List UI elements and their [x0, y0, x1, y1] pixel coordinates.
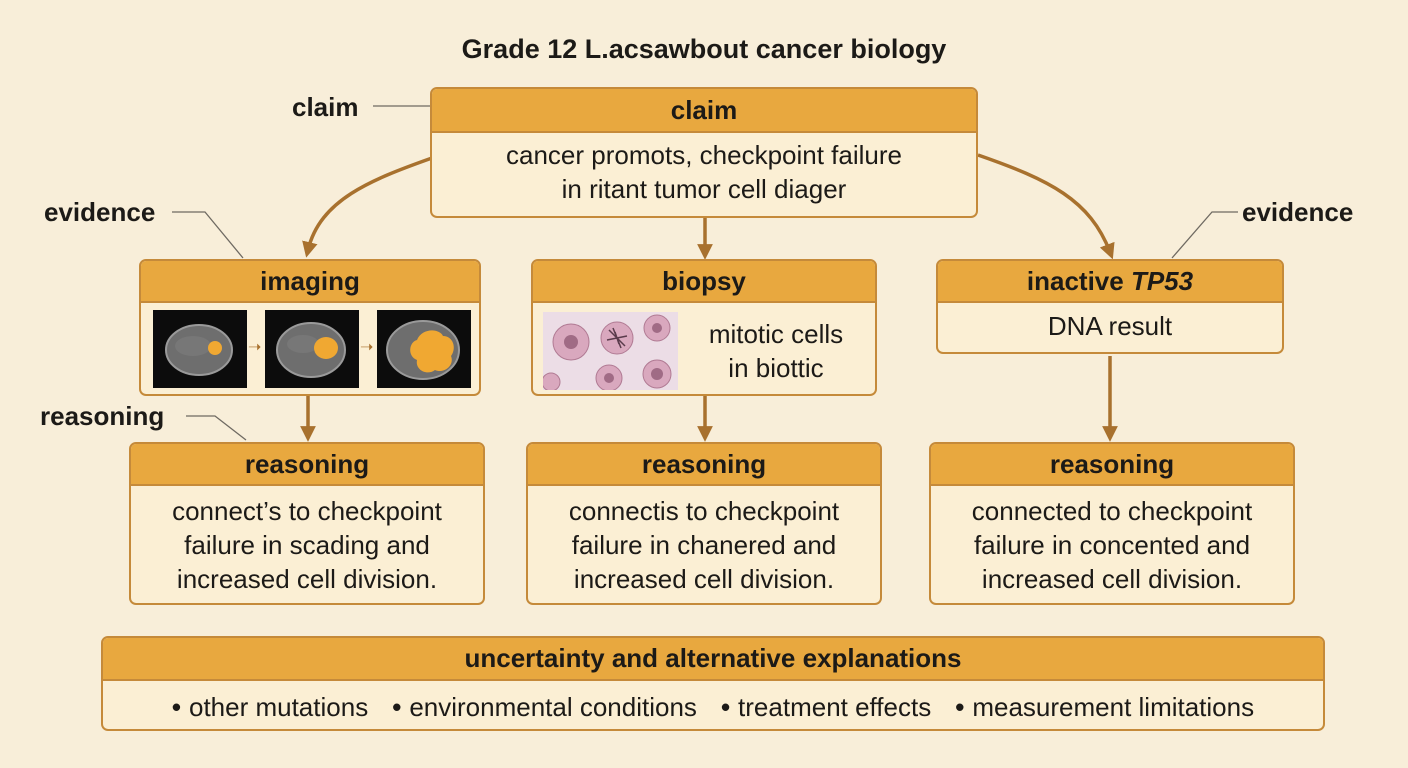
reasoning-box-biopsy: reasoning connectis to checkpoint failur… [526, 442, 882, 605]
tp53-gene-name: TP53 [1130, 266, 1194, 296]
uncertainty-header: uncertainty and alternative explanations [103, 638, 1323, 681]
biopsy-micrograph [543, 312, 678, 390]
reasoning-header: reasoning [528, 444, 880, 486]
leader-evidence-left [172, 211, 244, 259]
side-label-evidence-right: evidence [1242, 197, 1354, 227]
side-label-claim: claim [292, 92, 359, 122]
reasoning-text-line: increased cell division. [176, 564, 438, 594]
reasoning-box-imaging: reasoning connect’s to checkpoint failur… [129, 442, 485, 605]
reasoning-box-tp53: reasoning connected to checkpoint failur… [929, 442, 1295, 605]
reasoning-text-line: connected to checkpoint [971, 496, 1253, 526]
leader-evidence-right [1171, 211, 1238, 259]
evidence-biopsy-box: biopsy mitotic cells i [531, 259, 877, 396]
reasoning-text-line: connectis to checkpoint [568, 496, 840, 526]
uncertainty-list: •other mutations •environmental conditio… [103, 681, 1323, 729]
arrow-right-icon: ➝ [360, 339, 374, 356]
uncertainty-item: •treatment effects [720, 691, 932, 722]
biopsy-text-line2: in biottic [728, 353, 824, 383]
claim-box: claim cancer promots, checkpoint failure… [430, 87, 978, 218]
imaging-header: imaging [141, 261, 479, 303]
uncertainty-item: •other mutations [171, 691, 369, 722]
tp53-header-prefix: inactive [1026, 266, 1131, 296]
tp53-header: inactive TP53 [938, 261, 1282, 303]
uncertainty-box: uncertainty and alternative explanations… [101, 636, 1325, 731]
evidence-tp53-box: inactive TP53 DNA result [936, 259, 1284, 354]
reasoning-text-line: increased cell division. [573, 564, 835, 594]
reasoning-header: reasoning [931, 444, 1293, 486]
uncertainty-item: •environmental conditions [392, 691, 697, 722]
tp53-body-text: DNA result [1047, 311, 1173, 341]
side-label-evidence-left: evidence [44, 197, 156, 227]
reasoning-text-line: failure in scading and [184, 530, 430, 560]
scan-image-3 [377, 310, 471, 388]
reasoning-header: reasoning [131, 444, 483, 486]
uncertainty-item: •measurement limitations [955, 691, 1255, 722]
claim-header: claim [432, 89, 976, 133]
claim-text-line1: cancer promots, checkpoint failure [506, 140, 902, 170]
biopsy-text-line1: mitotic cells [708, 319, 844, 349]
arrow-claim-to-imaging [302, 156, 433, 258]
side-label-reasoning: reasoning [40, 401, 165, 431]
leader-reasoning [186, 415, 247, 441]
evidence-imaging-box: imaging ➝ ➝ [139, 259, 481, 396]
page-title: Grade 12 L.acsawbout cancer biology [461, 34, 947, 64]
scan-image-1 [153, 310, 247, 388]
reasoning-text-line: connect’s to checkpoint [172, 496, 442, 526]
arrow-right-icon: ➝ [248, 339, 262, 356]
reasoning-text-line: increased cell division. [981, 564, 1243, 594]
biopsy-header: biopsy [533, 261, 875, 303]
scan-image-2 [265, 310, 359, 388]
reasoning-text-line: failure in concented and [973, 530, 1251, 560]
reasoning-text-line: failure in chanered and [571, 530, 837, 560]
claim-text-line2: in ritant tumor cell diager [561, 174, 847, 204]
arrow-claim-to-tp53 [977, 153, 1115, 260]
